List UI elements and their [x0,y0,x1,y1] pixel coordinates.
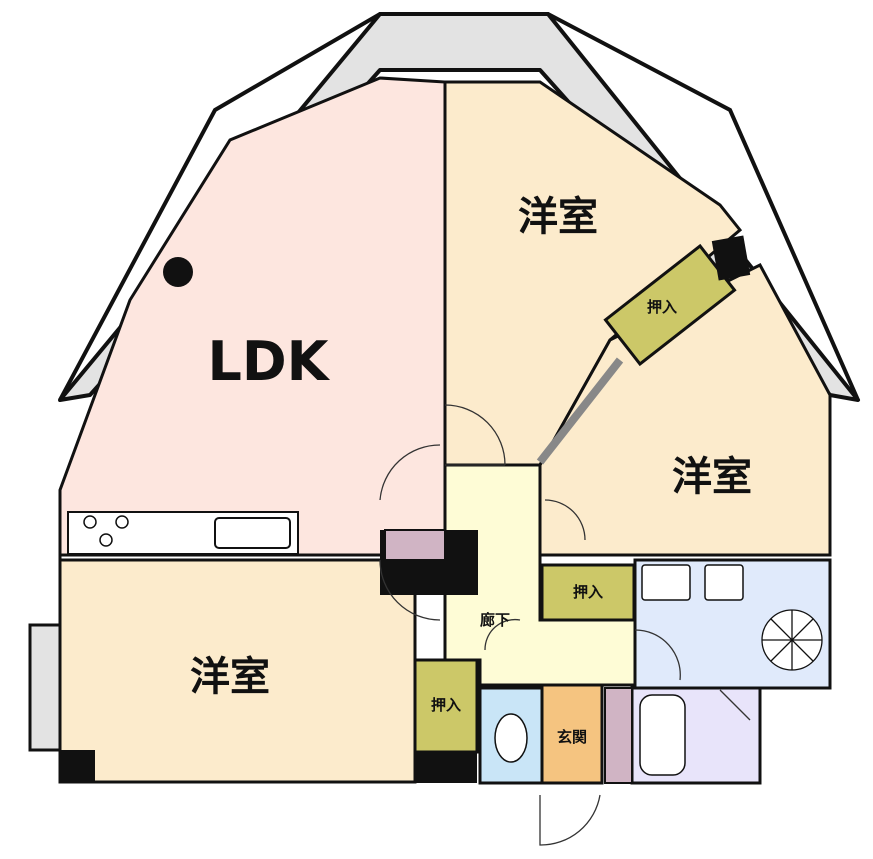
pillar-dot [163,257,193,287]
label-western-right: 洋室 [672,454,752,500]
balcony-left [28,623,62,752]
washbasin [641,564,691,601]
label-hallway: 廊下 [480,611,510,629]
label-closet-mid: 押入 [573,583,603,601]
storage-small [384,529,446,561]
bathtub [639,694,686,776]
label-entrance: 玄関 [557,728,587,746]
umbrella-icon [761,609,823,671]
label-closet-top: 押入 [647,298,677,316]
door-swings [379,404,751,846]
label-closet-low: 押入 [431,696,461,714]
label-ldk: LDK [207,330,330,393]
stove-icon [83,515,129,547]
toilet-bowl [494,713,528,763]
roof-outline [58,12,860,401]
closet-top-black [711,235,751,281]
column-closet-low [415,752,477,783]
washer [704,564,744,601]
sliding-rail [536,357,624,465]
closet-mid [540,563,636,622]
label-western-left: 洋室 [190,654,270,700]
shoe-storage [604,687,633,784]
column-bottom-left [60,750,95,783]
room-entrance [540,683,604,785]
room-ldk [58,76,447,560]
label-western-top: 洋室 [518,194,598,240]
sink [214,517,291,549]
closet-low [413,658,479,754]
